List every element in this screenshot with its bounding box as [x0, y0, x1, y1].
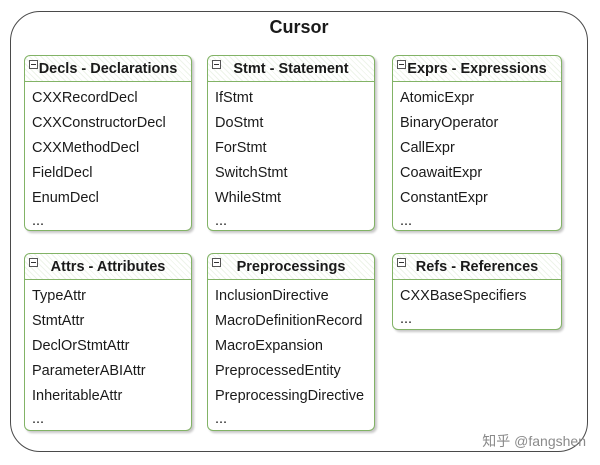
- item-list: InclusionDirective MacroDefinitionRecord…: [208, 280, 374, 428]
- list-item: InheritableAttr: [32, 388, 123, 404]
- list-item-more: ...: [215, 411, 228, 427]
- item-list: IfStmt DoStmt ForStmt SwitchStmt WhileSt…: [208, 82, 374, 230]
- list-item-more: ...: [215, 213, 228, 229]
- list-item: PreprocessingDirective: [215, 388, 365, 404]
- list-item: StmtAttr: [32, 313, 85, 329]
- collapse-minus-icon[interactable]: [397, 60, 406, 69]
- box-header: Decls - Declarations: [25, 56, 191, 82]
- list-item: FieldDecl: [32, 165, 93, 181]
- list-item-more: ...: [32, 411, 45, 427]
- list-item: MacroExpansion: [215, 338, 323, 354]
- list-item: EnumDecl: [32, 190, 99, 206]
- list-item: ForStmt: [215, 140, 267, 156]
- list-item: SwitchStmt: [215, 165, 288, 181]
- preprocessings-box: Preprocessings InclusionDirective MacroD…: [207, 253, 375, 431]
- item-list: CXXBaseSpecifiers ...: [393, 280, 561, 328]
- box-title: Preprocessings: [236, 259, 346, 275]
- refs-box: Refs - References CXXBaseSpecifiers ...: [392, 253, 562, 330]
- box-title: Refs - References: [415, 259, 539, 275]
- cursor-title: Cursor: [269, 17, 329, 37]
- list-item-more: ...: [400, 213, 413, 229]
- collapse-minus-icon[interactable]: [29, 60, 38, 69]
- exprs-box: Exprs - Expressions AtomicExpr BinaryOpe…: [392, 55, 562, 231]
- list-item: DoStmt: [215, 115, 264, 131]
- collapse-minus-icon[interactable]: [212, 60, 221, 69]
- box-title: Attrs - Attributes: [50, 259, 166, 275]
- list-item: InclusionDirective: [215, 288, 329, 304]
- collapse-minus-icon[interactable]: [29, 258, 38, 267]
- list-item: IfStmt: [215, 90, 253, 106]
- list-item: CoawaitExpr: [400, 165, 483, 181]
- list-item-more: ...: [32, 213, 45, 229]
- list-item: PreprocessedEntity: [215, 363, 341, 379]
- list-item: AtomicExpr: [400, 90, 475, 106]
- list-item: CXXBaseSpecifiers: [400, 288, 527, 304]
- list-item: DeclOrStmtAttr: [32, 338, 130, 354]
- decls-box: Decls - Declarations CXXRecordDecl CXXCo…: [24, 55, 192, 231]
- list-item: MacroDefinitionRecord: [215, 313, 363, 329]
- list-item-more: ...: [400, 311, 413, 327]
- stmt-box: Stmt - Statement IfStmt DoStmt ForStmt S…: [207, 55, 375, 231]
- attrs-box: Attrs - Attributes TypeAttr StmtAttr Dec…: [24, 253, 192, 431]
- box-header: Preprocessings: [208, 254, 374, 280]
- list-item: CXXMethodDecl: [32, 140, 140, 156]
- list-item: TypeAttr: [32, 288, 86, 304]
- collapse-minus-icon[interactable]: [212, 258, 221, 267]
- collapse-minus-icon[interactable]: [397, 258, 406, 267]
- list-item: CXXRecordDecl: [32, 90, 138, 106]
- box-title: Stmt - Statement: [233, 61, 349, 77]
- item-list: TypeAttr StmtAttr DeclOrStmtAttr Paramet…: [25, 280, 191, 428]
- list-item: BinaryOperator: [400, 115, 499, 131]
- watermark: 知乎 @fangshen: [482, 433, 586, 449]
- item-list: AtomicExpr BinaryOperator CallExpr Coawa…: [393, 82, 561, 230]
- box-header: Stmt - Statement: [208, 56, 374, 82]
- box-title: Decls - Declarations: [38, 61, 178, 77]
- box-header: Attrs - Attributes: [25, 254, 191, 280]
- box-header: Refs - References: [393, 254, 561, 280]
- item-list: CXXRecordDecl CXXConstructorDecl CXXMeth…: [25, 82, 191, 230]
- box-header: Exprs - Expressions: [393, 56, 561, 82]
- list-item: CXXConstructorDecl: [32, 115, 166, 131]
- list-item: CallExpr: [400, 140, 455, 156]
- list-item: WhileStmt: [215, 190, 282, 206]
- box-title: Exprs - Expressions: [407, 61, 547, 77]
- list-item: ParameterABIAttr: [32, 363, 146, 379]
- list-item: ConstantExpr: [400, 190, 488, 206]
